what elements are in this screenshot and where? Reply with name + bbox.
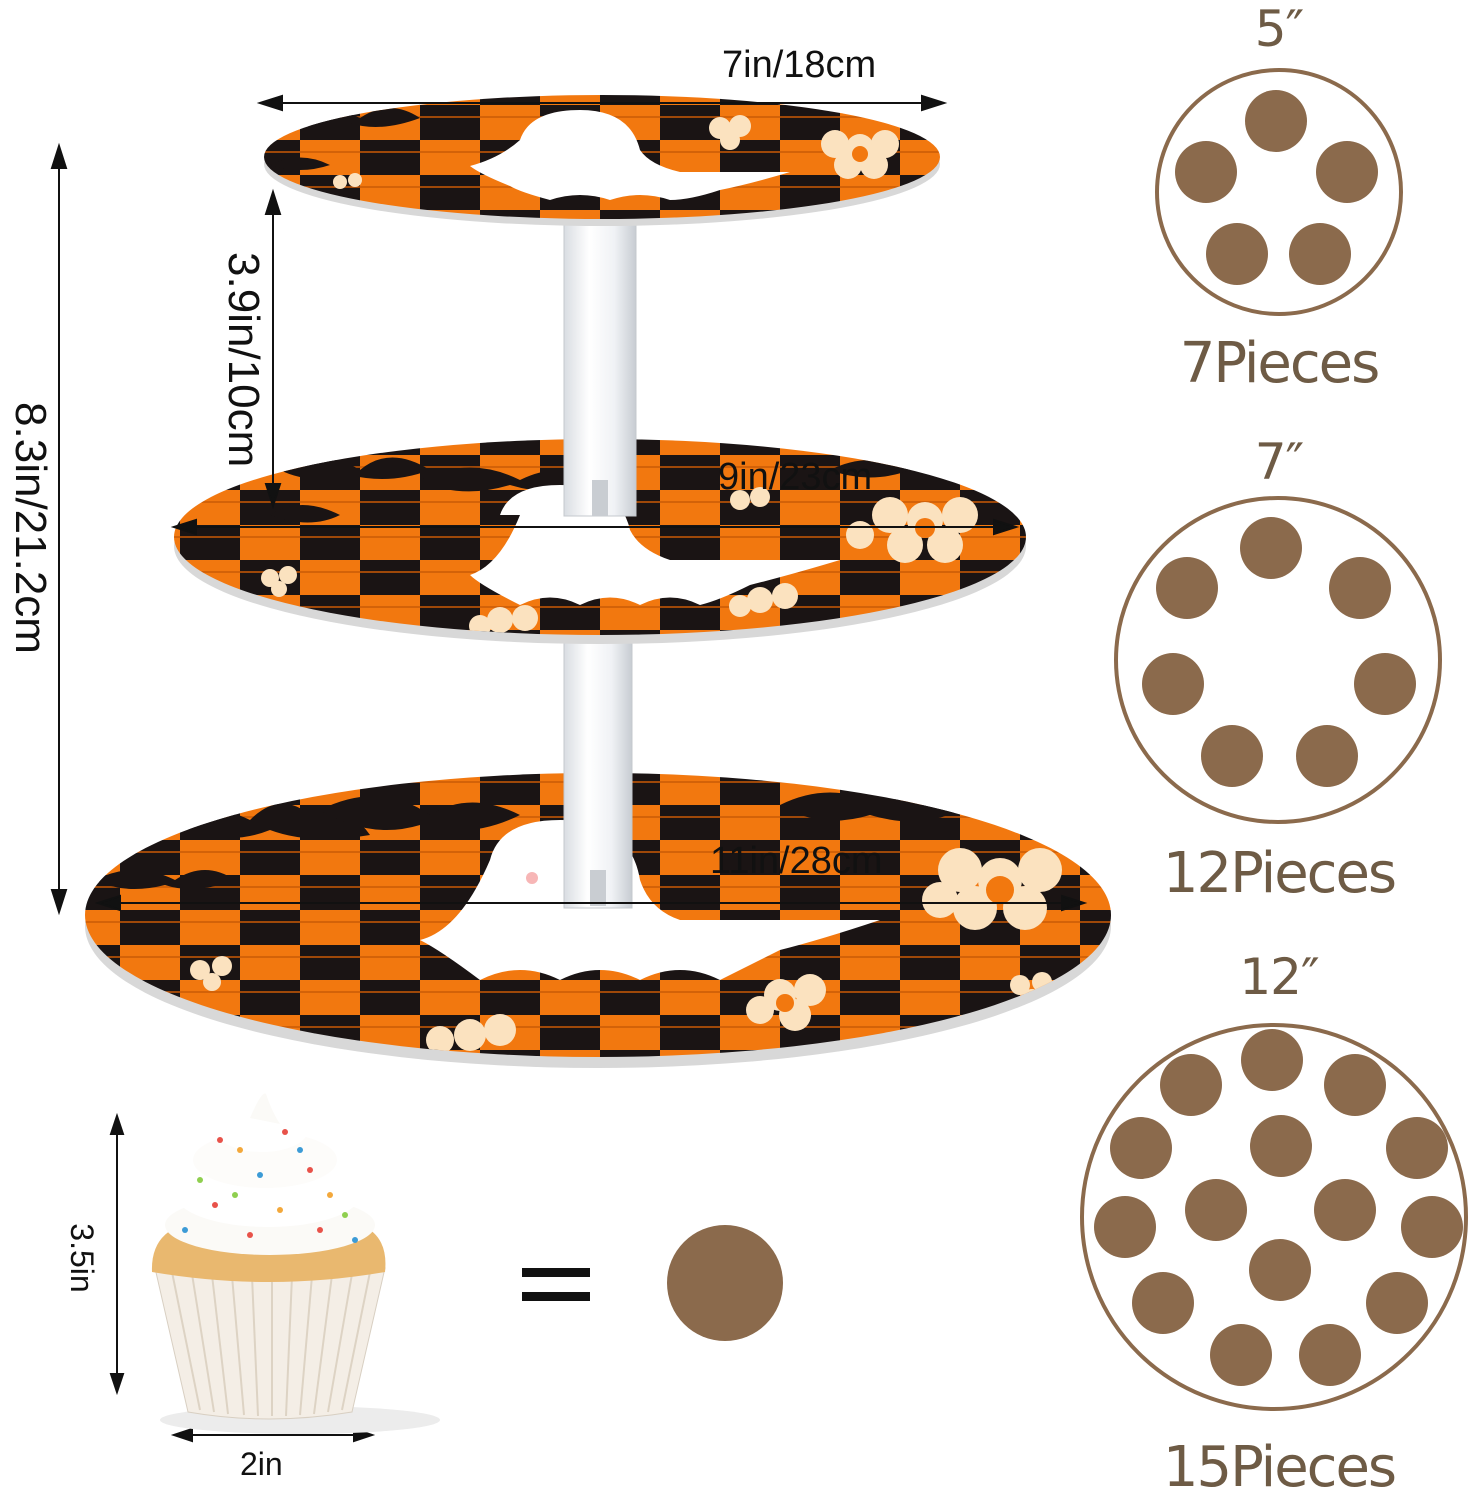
- lower-support-rod: [563, 639, 633, 909]
- middle-tier-plate: [174, 439, 1026, 644]
- cupcake-width-label: 2in: [240, 1446, 283, 1482]
- capacity-diagram-12in: [1080, 1023, 1468, 1411]
- capacity-size-7in: 7″: [1254, 433, 1305, 491]
- equals-sign: [522, 1262, 590, 1306]
- capacity-pieces-5in: 7Pieces: [1179, 331, 1381, 396]
- tier-gap-height-label: 3.9in/10cm: [219, 252, 268, 468]
- cupcake-illustration: [151, 1093, 440, 1434]
- lower-rod-screw: [590, 870, 606, 906]
- capacity-diagram-5in: [1155, 68, 1403, 316]
- bottom-tier-width-label: 11in/28cm: [710, 840, 883, 882]
- dimension-arrows: [50, 94, 1088, 1443]
- top-tier-plate: [264, 95, 940, 226]
- total-height-label: 8.3in/21.2cm: [6, 402, 55, 654]
- capacity-size-5in: 5″: [1254, 0, 1305, 58]
- cupcake-height-label: 3.5in: [64, 1223, 100, 1293]
- capacity-diagram-7in: [1114, 496, 1442, 824]
- bottom-tier-plate: [85, 773, 1111, 1068]
- single-hole-icon: [667, 1225, 783, 1341]
- middle-tier-width-label: 9in/23cm: [718, 456, 873, 498]
- top-tier-width-label: 7in/18cm: [722, 44, 877, 86]
- capacity-size-12in: 12″: [1239, 948, 1319, 1006]
- upper-support-rod: [563, 215, 637, 517]
- capacity-pieces-7in: 12Pieces: [1162, 841, 1397, 906]
- capacity-pieces-12in: 15Pieces: [1162, 1435, 1397, 1500]
- upper-rod-screw: [592, 480, 608, 516]
